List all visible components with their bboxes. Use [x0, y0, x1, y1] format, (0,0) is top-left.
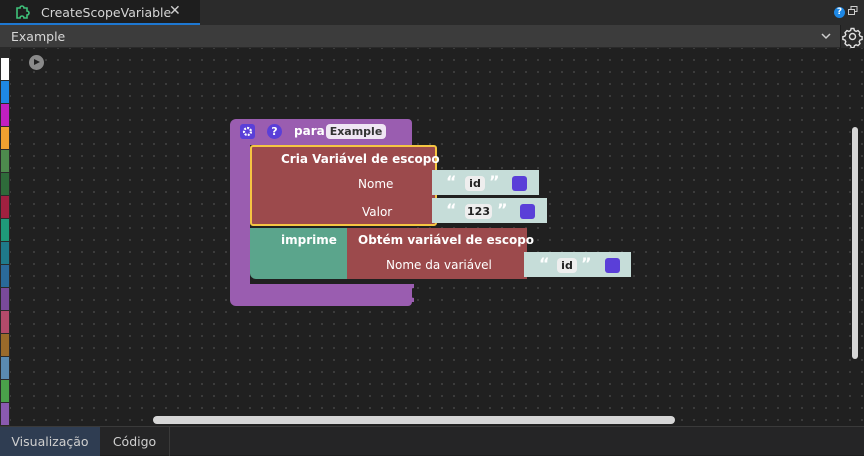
toolbox-category[interactable]: [1, 196, 9, 218]
create-name-label: Nome: [358, 177, 394, 191]
procedure-help-icon[interactable]: ?: [267, 124, 282, 139]
toolbox-category[interactable]: [1, 380, 9, 402]
gear-icon: [242, 126, 253, 137]
print-title: imprime: [281, 233, 337, 247]
function-select[interactable]: Example: [0, 25, 840, 48]
blocks-workspace[interactable]: [0, 48, 864, 426]
toolbox-category[interactable]: [1, 58, 9, 80]
toolbox-category[interactable]: [1, 150, 9, 172]
toolbox-category[interactable]: [1, 242, 9, 264]
toolbox-category[interactable]: [1, 357, 9, 379]
get-name-label: Nome da variável: [386, 258, 492, 272]
gear-icon: [842, 27, 863, 49]
toolbox-category[interactable]: [1, 127, 9, 149]
close-quote-icon: ”: [581, 254, 592, 273]
tab-createscopevariable[interactable]: CreateScopeVariable ✕: [0, 0, 200, 25]
toolbox-category[interactable]: [1, 81, 9, 103]
create-scope-variable-block[interactable]: [250, 145, 437, 226]
print-block[interactable]: [250, 228, 348, 279]
bottom-tab-bar: Visualização Código: [0, 426, 864, 456]
open-quote-icon: “: [446, 172, 457, 191]
close-icon[interactable]: ✕: [169, 3, 181, 19]
tab-title: CreateScopeVariable: [41, 5, 172, 20]
text-id-field[interactable]: id: [465, 176, 485, 191]
help-icon[interactable]: ?: [834, 7, 845, 18]
close-quote-icon: ”: [489, 172, 500, 191]
vertical-scrollbar[interactable]: [852, 127, 858, 359]
text-gear-icon[interactable]: [512, 176, 527, 191]
settings-button[interactable]: [841, 25, 864, 49]
chevron-down-icon: [821, 33, 831, 40]
get-scope-variable-block[interactable]: [347, 228, 527, 279]
tab-visualizacao[interactable]: Visualização: [0, 427, 100, 456]
text-id-get-field[interactable]: id: [557, 258, 577, 273]
text-gear-icon[interactable]: [605, 258, 620, 273]
toolbox-category[interactable]: [1, 334, 9, 356]
tab-bar: CreateScopeVariable ✕ ?: [0, 0, 864, 25]
procedure-connector: [404, 284, 414, 302]
toolbox-category[interactable]: [1, 403, 9, 425]
toolbox-category[interactable]: [1, 265, 9, 287]
create-scope-variable-title: Cria Variável de escopo: [281, 152, 440, 166]
procedure-gear-icon[interactable]: [240, 124, 255, 139]
restore-window-icon[interactable]: [848, 6, 858, 16]
create-value-label: Valor: [362, 205, 393, 219]
get-scope-variable-title: Obtém variável de escopo: [358, 233, 535, 247]
toolbox-category[interactable]: [1, 173, 9, 195]
tab-codigo[interactable]: Código: [100, 427, 170, 456]
text-gear-icon[interactable]: [520, 204, 535, 219]
toolbox-category[interactable]: [1, 104, 9, 126]
function-select-value: Example: [11, 29, 66, 44]
text-123-field[interactable]: 123: [465, 204, 492, 219]
toolbox: [0, 48, 10, 426]
toolbox-category[interactable]: [1, 219, 9, 241]
open-quote-icon: “: [446, 200, 457, 219]
procedure-keyword: para: [294, 124, 325, 138]
close-quote-icon: ”: [497, 200, 508, 219]
procedure-name-field[interactable]: Example: [326, 124, 386, 139]
run-icon[interactable]: [29, 55, 44, 70]
open-quote-icon: “: [539, 254, 550, 273]
toolbox-category[interactable]: [1, 311, 9, 333]
horizontal-scrollbar[interactable]: [153, 416, 675, 424]
puzzle-icon: [16, 5, 30, 19]
toolbox-category[interactable]: [1, 288, 9, 310]
